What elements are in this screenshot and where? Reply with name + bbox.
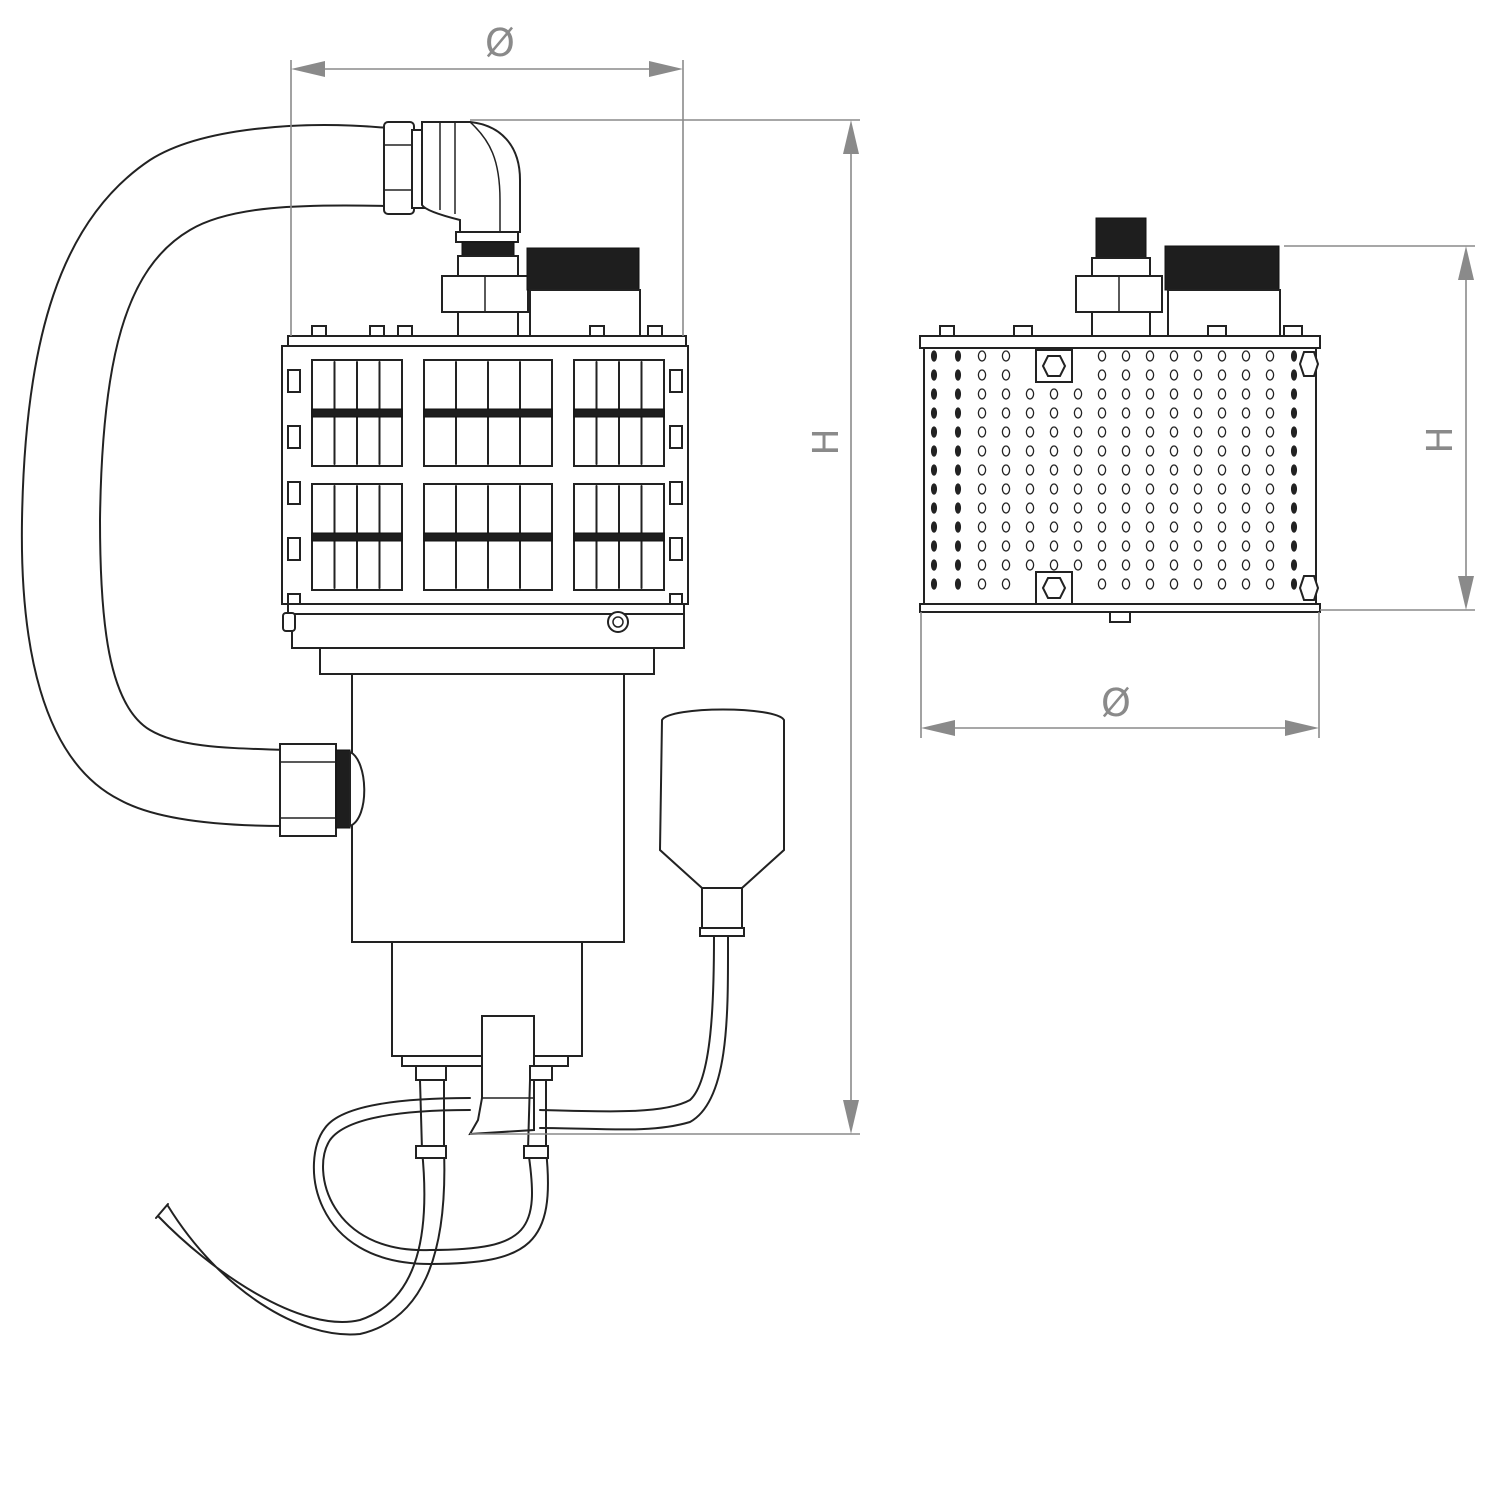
hex-bolt-icon (1035, 349, 1320, 605)
top-plate (287, 335, 687, 347)
pump-dimensions: Ø H (290, 21, 860, 1135)
strainer-top-plate (919, 335, 1321, 349)
float-switch (658, 708, 785, 889)
perforation-holes (930, 350, 1298, 590)
cage-slots (287, 359, 683, 617)
pump-diameter-label: Ø (485, 21, 515, 65)
top-hose-nut (383, 121, 425, 215)
screw-icon (607, 611, 629, 633)
discharge-hose (20, 124, 389, 827)
pump-height-label: H (806, 428, 847, 455)
strainer-diameter-label: Ø (1101, 681, 1131, 725)
strainer-height-label: H (1420, 426, 1461, 453)
float-cable (539, 935, 730, 1131)
perforated-basket (923, 347, 1317, 605)
threaded-outlet (526, 247, 640, 291)
pump-assembly (20, 121, 785, 1336)
power-cable (155, 1079, 446, 1336)
strainer-assembly (919, 217, 1321, 623)
pump-body (351, 673, 625, 943)
discharge-elbow (421, 121, 521, 233)
strainer-dimensions: Ø H (920, 245, 1475, 738)
